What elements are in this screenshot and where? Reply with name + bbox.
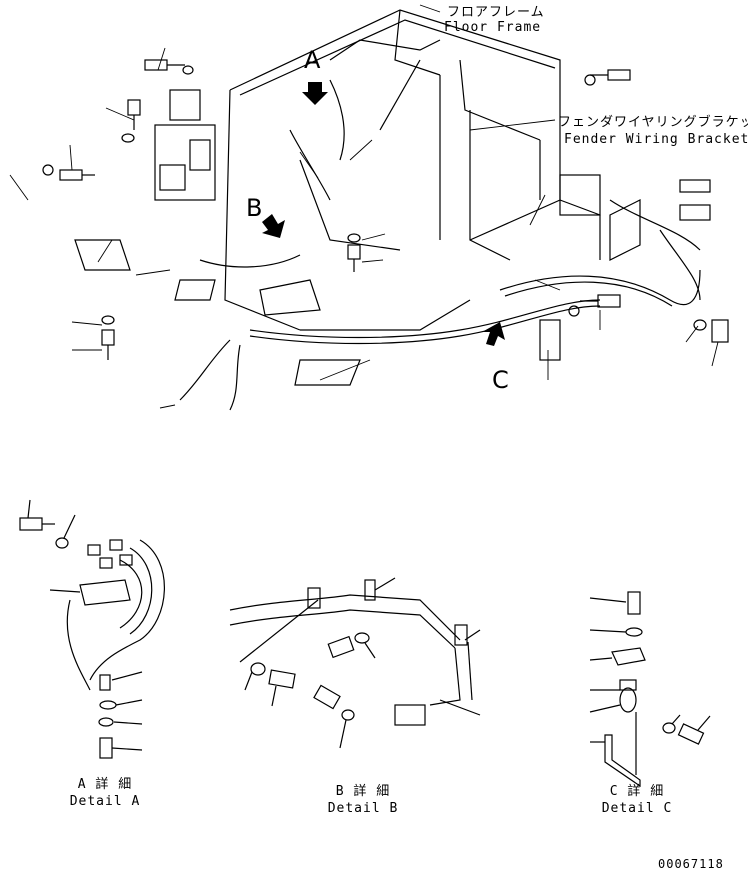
floor-frame-label-en: Floor Frame	[444, 20, 542, 35]
leader-lines	[9, 4, 719, 409]
detail-a-caption-jp: A 詳 細	[77, 777, 133, 792]
drawing-number: 00067118	[658, 857, 724, 871]
detail-b-caption-jp: B 詳 細	[335, 784, 391, 799]
detail-a-caption-en: Detail A	[69, 794, 141, 809]
floor-plates	[74, 239, 361, 386]
detail-b-caption-en: Detail B	[327, 801, 399, 816]
detail-a-drawing	[19, 499, 165, 759]
fender-bracket-label-en: Fender Wiring Bracket	[564, 132, 748, 147]
fender-bracket	[539, 179, 711, 361]
view-marker-b: B	[246, 194, 263, 222]
detail-c-drawing	[589, 591, 711, 788]
harness-main	[179, 79, 701, 411]
floor-frame	[224, 9, 601, 331]
floor-frame-label-jp: フロアフレーム	[447, 5, 545, 20]
fender-bracket-label-jp: フェンダワイヤリングブラケット	[558, 115, 748, 130]
detail-b-drawing	[229, 577, 481, 749]
detail-c-caption-jp: C 詳 細	[609, 784, 665, 799]
relay-box	[154, 89, 216, 201]
view-arrows	[262, 82, 505, 346]
bolts-main	[42, 59, 729, 360]
detail-c-caption-en: Detail C	[601, 801, 673, 816]
view-marker-a: A	[304, 46, 321, 74]
view-marker-c: C	[492, 366, 509, 394]
